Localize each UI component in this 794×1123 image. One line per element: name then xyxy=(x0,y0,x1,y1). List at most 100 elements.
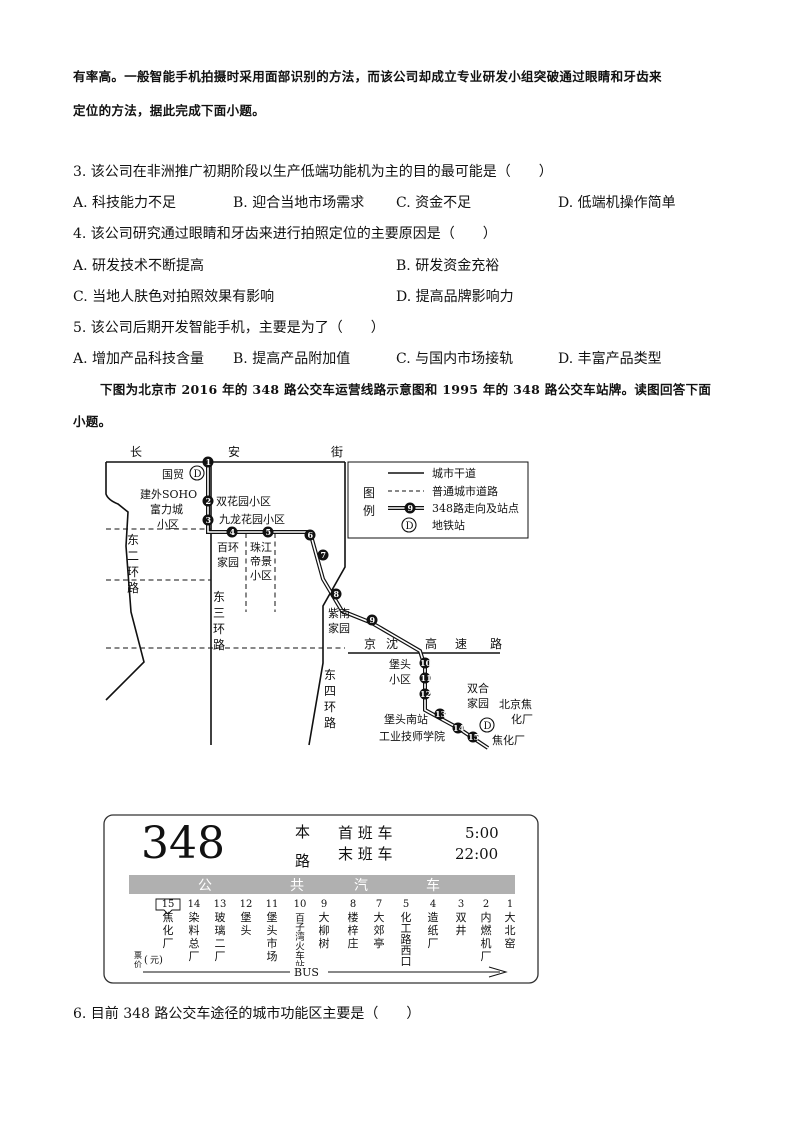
sign-first-label: 首 班 车 xyxy=(338,824,393,842)
sign-stop-name-char: 井 xyxy=(456,923,467,937)
question-4-option-d: D. 提高品牌影响力 xyxy=(396,289,514,305)
sign-stop-name-char: 树 xyxy=(319,936,330,950)
sign-stop-number: 9 xyxy=(321,899,327,910)
place-baihuan-1: 百环 xyxy=(217,541,239,554)
legend-stop-number: 9 xyxy=(408,503,414,513)
place-guomao: 国贸 xyxy=(162,468,184,481)
sign-stop-name-char: 头 xyxy=(241,924,252,937)
legend-item: 348路走向及站点 xyxy=(432,501,519,515)
place-baihuan-2: 家园 xyxy=(217,555,239,569)
sign-stop-number: 11 xyxy=(266,899,279,910)
place-putou-1: 堡头 xyxy=(389,657,411,671)
sign-stop-number: 10 xyxy=(294,899,307,910)
east-2nd-ring xyxy=(105,462,145,701)
road-label: 安 xyxy=(228,444,240,459)
question-3-stem: 3. 该公司在非洲推广初期阶段以生产低端功能机为主的目的最可能是（ ） xyxy=(73,164,553,180)
svg-text:14: 14 xyxy=(453,723,465,733)
sign-stop-name-char: 火 xyxy=(295,942,305,953)
sign-bus-label: BUS xyxy=(294,966,319,979)
bus-stop: 9 xyxy=(366,614,378,626)
sign-stop-name-char: 头 xyxy=(267,924,278,937)
sign-stop-name-char: 焦 xyxy=(163,911,174,924)
bus-stop: 1 xyxy=(202,456,214,468)
place-jiulong: 九龙花园小区 xyxy=(219,513,285,526)
place-jiaohua-2: 化厂 xyxy=(511,712,533,726)
sign-stop-name-char: 堡 xyxy=(267,910,278,924)
sign-stop-name-char: 总 xyxy=(189,936,200,950)
bus-stop: 11 xyxy=(419,672,432,684)
bus-stop: 3 xyxy=(202,514,214,526)
road-label: 路 xyxy=(324,715,336,730)
legend-item: 地铁站 xyxy=(432,518,465,532)
sign-last-label: 末 班 车 xyxy=(338,845,393,863)
bus-stop: 10 xyxy=(419,657,432,669)
sign-stop-number: 15 xyxy=(162,899,175,910)
current-stop-marker xyxy=(155,898,181,915)
sign-last-time: 22:00 xyxy=(455,845,498,863)
svg-text:4: 4 xyxy=(230,527,236,537)
intro-line-2: 定位的方法，据此完成下面小题。 xyxy=(73,103,266,118)
road-label: 街 xyxy=(331,445,343,459)
road-label: 东 xyxy=(127,533,139,547)
place-zhujiang-3: 小区 xyxy=(250,569,272,582)
svg-text:13: 13 xyxy=(435,709,447,719)
sign-stop-name-char: 璃 xyxy=(215,923,226,937)
bus-stop: 12 xyxy=(419,688,431,700)
sign-stop-name-char: 燃 xyxy=(481,923,492,937)
fare-unit: 元 xyxy=(150,956,159,966)
sign-stop-name-char: 站 xyxy=(295,960,305,972)
sign-stop-name-char: 堡 xyxy=(241,910,252,924)
place-shuanghe-1: 双合 xyxy=(467,681,489,695)
sign-stop-name-char: 大 xyxy=(505,910,516,924)
east-4th-ring xyxy=(308,462,346,746)
bus-sign: 348 本 路 首 班 车 5:00 末 班 车 22:00 公 共 汽 车 1… xyxy=(103,814,539,984)
svg-text:5: 5 xyxy=(266,527,272,537)
svg-text:D: D xyxy=(484,721,492,732)
sign-stop-name-char: 柳 xyxy=(319,923,330,937)
question-5-stem: 5. 该公司后期开发智能手机，主要是为了（ ） xyxy=(73,320,385,336)
sign-stop-name-char: 厂 xyxy=(481,950,492,963)
question-5-option-c: C. 与国内市场接轨 xyxy=(396,351,514,367)
svg-text:3: 3 xyxy=(206,515,212,525)
route-stops: 1 2 3 4 5 6 7 8 9 10 11 12 13 14 15 xyxy=(202,456,479,743)
sign-stop-name-char: 车 xyxy=(295,950,305,962)
sign-stop-number: 5 xyxy=(403,899,409,910)
sign-stop-name-char: 梓 xyxy=(348,923,359,937)
legend-title: 例 xyxy=(363,504,375,518)
sign-stop-number: 13 xyxy=(214,899,227,910)
question-4-option-b: B. 研发资金充裕 xyxy=(396,258,500,274)
road-label: 东 xyxy=(324,668,336,682)
map-intro-line-1: 下图为北京市 2016 年的 348 路公交车运营线路示意图和 1995 年的 … xyxy=(100,382,712,397)
place-zinan-2: 家园 xyxy=(328,621,350,635)
sign-stop-name-char: 场 xyxy=(267,949,278,963)
sign-stop-name-char: 湾 xyxy=(295,931,305,943)
sign-stop-number: 8 xyxy=(350,899,356,910)
bus-stop: 14 xyxy=(452,722,465,734)
sign-stop-name-char: 双 xyxy=(456,911,467,924)
question-4-option-c: C. 当地人肤色对拍照效果有影响 xyxy=(73,289,275,305)
place-zinan-1: 紫南 xyxy=(328,607,350,620)
sign-stop-name-char: 市 xyxy=(267,936,278,950)
sign-stop-number: 2 xyxy=(483,899,489,910)
svg-text:11: 11 xyxy=(421,673,432,683)
bus-stop: 15 xyxy=(467,731,479,743)
sign-stop-number: 1 xyxy=(507,899,513,910)
road-label: 京 xyxy=(364,637,376,651)
sign-stop-number: 4 xyxy=(430,899,436,910)
road-label: 速 xyxy=(455,637,467,651)
road-label: 三 xyxy=(213,606,225,620)
sign-stop-name-char: 路 xyxy=(401,933,412,946)
road-label: 沈 xyxy=(386,636,398,651)
place-jiaohua-1: 北京焦 xyxy=(499,697,532,711)
subway-station-icon: D xyxy=(479,717,495,733)
sign-stop-name-char: 北 xyxy=(505,924,516,937)
legend-title: 图 xyxy=(363,486,375,500)
bus-stop: 8 xyxy=(330,588,342,600)
sign-banner-char: 共 xyxy=(290,878,304,894)
sign-stop-name-char: 口 xyxy=(401,955,412,968)
sign-stop-name-char: 百 xyxy=(295,913,305,924)
sign-stop-name-char: 大 xyxy=(319,910,330,924)
sign-banner-char: 汽 xyxy=(354,878,368,894)
svg-text:8: 8 xyxy=(334,589,340,599)
